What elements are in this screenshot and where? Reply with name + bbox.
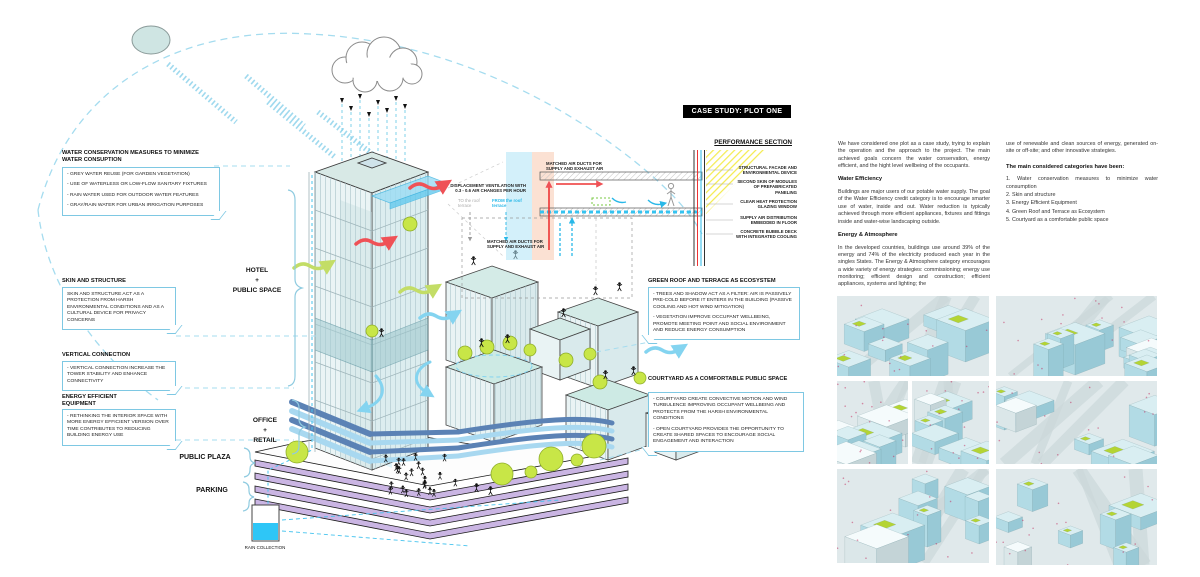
person-icon — [666, 182, 676, 207]
raindrops-icon — [340, 94, 407, 117]
callout-item: - USE OF WATERLESS OR LOW-FLOW SANITARY … — [67, 182, 207, 188]
sky-lobby — [314, 317, 429, 373]
category-item: 2. Skin and structure — [1006, 192, 1056, 199]
callout-item: - TREES AND SHADOW ACT AS A FILTER: AIR … — [653, 292, 792, 310]
text-column-2: use of renewable and clean sources of en… — [1006, 141, 1158, 226]
matched-air-bottom-label: MATCHED AIR DUCTS FOR SUPPLY AND EXHAUST… — [487, 239, 545, 250]
vertical-callout: - VERTICAL CONNECTION INCREASE THE TOWER… — [62, 361, 176, 392]
vertical-callout-title: VERTICAL CONNECTION — [62, 352, 131, 358]
render-thumbnail-6 — [837, 469, 989, 563]
courtyard-air-swirl — [455, 354, 533, 378]
categories-list: 1. Water conservation measures to minimi… — [1006, 176, 1158, 224]
bubble-deck-label: CONCRETE BUBBLE DECK WITH INTEGRATED COO… — [735, 229, 797, 240]
section-braces — [242, 189, 307, 512]
render-thumbnail-3 — [837, 381, 908, 464]
green-roof-callout: - TREES AND SHADOW ACT AS A FILTER: AIR … — [648, 287, 800, 341]
public-plaza-label: PUBLIC PLAZA — [179, 454, 231, 461]
leader-lines — [176, 165, 651, 461]
displacement-ventilation-label: DISPLACEMENT VENTILATION WITH 0.3 - 0.6 … — [450, 183, 526, 194]
callout-item: - GREY WATER REUSE (FOR GARDEN VEGETATIO… — [67, 172, 190, 177]
hotel-public-space-label: HOTEL + PUBLIC SPACE — [232, 267, 282, 294]
case-study-header: CASE STUDY: PLOT ONE — [683, 105, 791, 118]
render-thumbnail-1 — [837, 296, 989, 376]
render-thumbnail-2 — [996, 296, 1157, 376]
parking-label: PARKING — [196, 487, 228, 494]
rain-collection-tank — [251, 172, 561, 547]
sun-rays-icon — [166, 61, 382, 163]
categories-heading: The main considered categories have been… — [1006, 163, 1125, 170]
category-item: 1. Water conservation measures to minimi… — [1006, 176, 1158, 190]
from-roof-label: FROM the roof terrace — [492, 198, 522, 209]
callout-item: - COURTYARD CREATE CONVECTIVE MOTION AND… — [653, 397, 788, 422]
water-efficiency-paragraph: Buildings are major users of our potable… — [838, 189, 990, 225]
category-item: 5. Courtyard as a comfortable public spa… — [1006, 217, 1109, 224]
performance-section-drawing — [447, 150, 768, 299]
text-column-1: We have considered one plot as a case st… — [838, 141, 990, 295]
structural-facade-label: STRUCTURAL FACADE AND ENVIRONMENTAL DEVI… — [738, 165, 797, 176]
second-skin-label: SECOND SKIN OF MODULES OF PREFABRICATED … — [737, 179, 797, 195]
energy-callout-title: ENERGY EFFICIENT EQUIPMENT — [62, 394, 117, 407]
airflow-arrows — [292, 179, 689, 414]
skin-callout: SKIN AND STRUCTURE ACT AS A PROTECTION F… — [62, 287, 176, 330]
callout-item: - VEGETATION IMPROVE OCCUPANT WELLBEING,… — [653, 315, 786, 333]
courtyard-callout-title: COURTYARD AS A COMFORTABLE PUBLIC SPACE — [648, 376, 788, 382]
category-item: 4. Green Roof and Terrace as Ecosystem — [1006, 208, 1105, 215]
energy-atmosphere-paragraph: In the developed countries, buildings us… — [838, 244, 990, 288]
office-retail-label: OFFICE + RETAIL — [252, 417, 278, 444]
intro-paragraph: We have considered one plot as a case st… — [838, 141, 990, 170]
energy-callout: - RETHINKING THE INTERIOR SPACE WITH MOR… — [62, 409, 176, 446]
render-thumbnail-4 — [912, 381, 989, 464]
category-item: 3. Energy Efficient Equipment — [1006, 200, 1077, 207]
render-thumbnail-5 — [996, 381, 1157, 464]
rain-lines — [340, 94, 407, 168]
matched-air-top-label: MATCHED AIR DUCTS FOR SUPPLY AND EXHAUST… — [546, 161, 604, 172]
render-thumbnail-7 — [996, 469, 1157, 565]
callout-item: - RAIN WATER USED FOR OUTDOOR WATER FEAT… — [67, 192, 199, 198]
skin-callout-title: SKIN AND STRUCTURE — [62, 278, 126, 284]
supply-air-floor-label: SUPPLY AIR DISTRIBUTION EMBEDDED IN FLOO… — [740, 215, 797, 226]
energy-atmosphere-heading: Energy & Atmosphere — [838, 231, 898, 238]
block — [528, 317, 592, 381]
performance-section-title: PERFORMANCE SECTION — [714, 139, 792, 146]
to-roof-label: TO the roof terrace — [458, 198, 480, 209]
water-callout-title: WATER CONSERVATION MEASURES TO MINIMIZE … — [62, 150, 199, 163]
cloud-icon — [331, 36, 423, 93]
callout-item: - GRAY/RAIN WATER FOR URBAN IRRIGATION P… — [67, 203, 204, 209]
rain-collection-label: RAIN COLLECTION — [244, 545, 286, 550]
sun-icon — [131, 25, 171, 55]
continuation-paragraph: use of renewable and clean sources of en… — [1006, 141, 1158, 155]
water-callout: - GREY WATER REUSE (FOR GARDEN VEGETATIO… — [62, 167, 220, 216]
courtyard-callout: - COURTYARD CREATE CONVECTIVE MOTION AND… — [648, 392, 804, 452]
water-efficiency-heading: Water Efficiency — [838, 176, 883, 183]
callout-item: - OPEN COURTYARD PROVIDES THE OPPORTUNIT… — [653, 426, 784, 445]
glazing-window-label: CLEAR HEAT PROTECTION GLAZING WINDOW — [740, 199, 797, 210]
green-roof-callout-title: GREEN ROOF AND TERRACE AS ECOSYSTEM — [648, 278, 776, 284]
